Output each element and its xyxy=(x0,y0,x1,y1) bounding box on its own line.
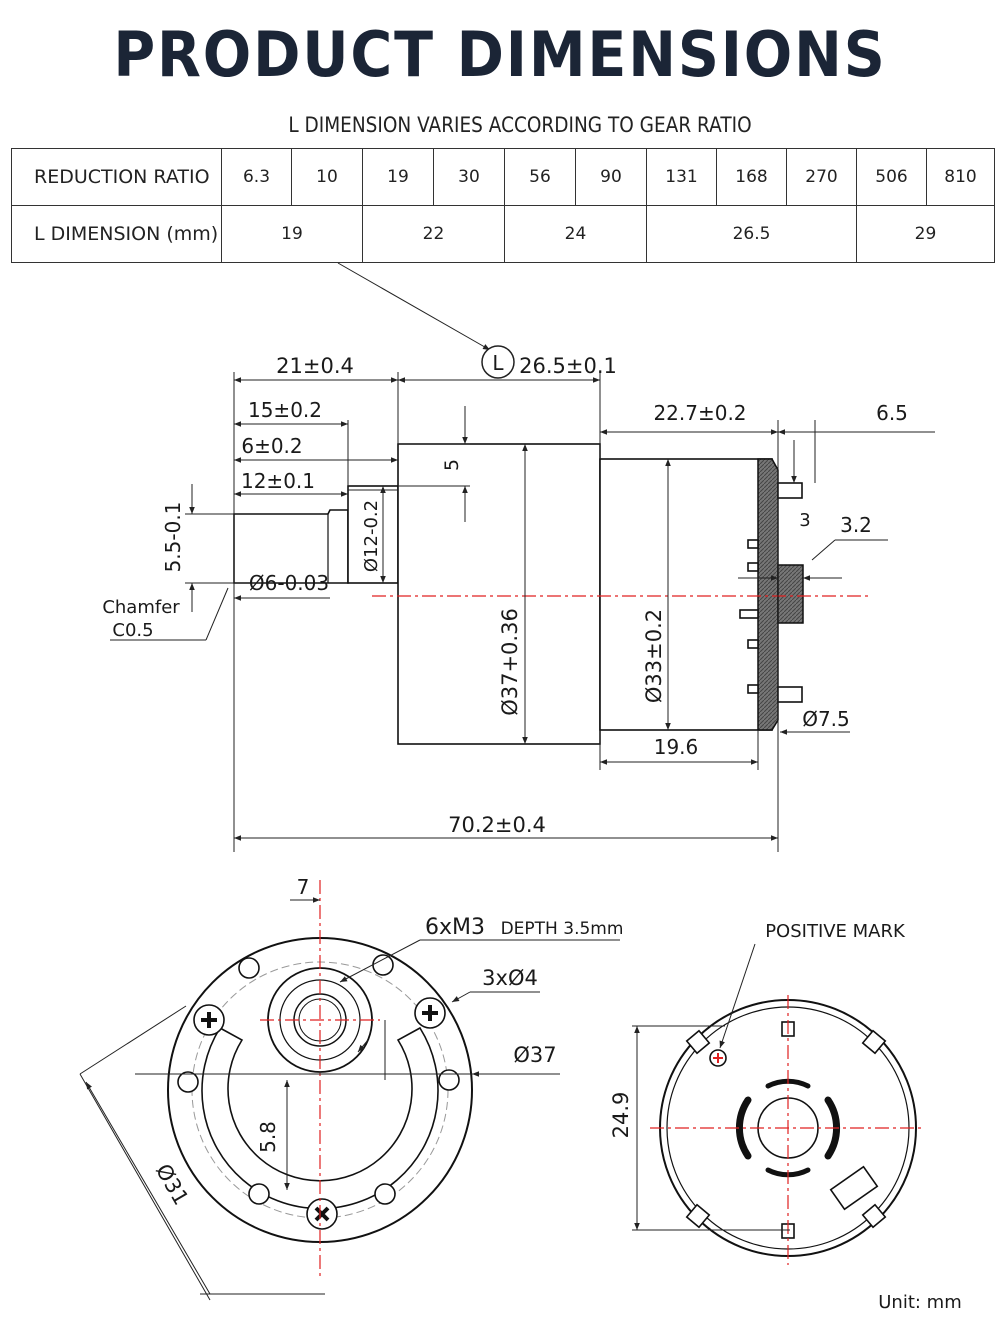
reduction-ratio-label: REDUCTION RATIO xyxy=(11,148,222,206)
terminal-bottom xyxy=(777,686,803,703)
dim-6: 6±0.2 xyxy=(241,434,302,458)
bushing xyxy=(777,564,804,624)
gearbox-body xyxy=(397,443,601,745)
side-view: 21±0.4 L 26.5±0.1 15±0.2 6±0.2 12±0.1 5 … xyxy=(102,262,935,852)
ratio-cell: 90 xyxy=(575,148,647,206)
l-marker-circle xyxy=(481,345,515,379)
dim-5: 5 xyxy=(441,459,463,471)
dim-d31: Ø31 xyxy=(151,1160,193,1209)
motor-can xyxy=(599,458,773,731)
dim-d33: Ø33±0.2 xyxy=(642,609,666,703)
dim-3-2: 3.2 xyxy=(840,513,872,537)
ratio-cell: 270 xyxy=(786,148,857,206)
dim-d6: Ø6-0.03 xyxy=(249,571,329,595)
l-leader-line xyxy=(337,262,491,351)
dim-d37: Ø37+0.36 xyxy=(498,608,522,716)
holes-d4-label: 3xØ4 xyxy=(482,966,538,990)
l-value-cell: 22 xyxy=(362,205,505,263)
ratio-cell: 56 xyxy=(504,148,576,206)
screw-2 xyxy=(414,997,446,1029)
ratio-cell: 10 xyxy=(291,148,363,206)
dim-70-2: 70.2±0.4 xyxy=(448,813,546,837)
terminal-top xyxy=(777,482,803,499)
page-subtitle: L DIMENSION VARIES ACCORDING TO GEAR RAT… xyxy=(288,113,752,137)
dim-19-6: 19.6 xyxy=(654,735,699,759)
end-cap xyxy=(757,458,779,731)
gear-ratio-table: REDUCTION RATIO 6.3 10 19 30 56 90 131 1… xyxy=(11,148,995,263)
screw-3 xyxy=(306,1198,338,1230)
chamfer-value: C0.5 xyxy=(112,620,153,641)
unit-label: Unit: mm xyxy=(878,1292,962,1313)
l-value-cell: 24 xyxy=(504,205,647,263)
dim-15: 15±0.2 xyxy=(248,398,322,422)
ratio-cell: 506 xyxy=(856,148,927,206)
dim-5-5: 5.5-0.1 xyxy=(161,502,185,573)
screw-1 xyxy=(193,1004,225,1036)
l-dimension-label: L DIMENSION (mm) xyxy=(11,205,222,263)
depth-label: DEPTH 3.5mm xyxy=(501,919,624,939)
front-view: 7 6xM3 DEPTH 3.5mm 3xØ4 Ø37 5.8 Ø31 xyxy=(79,875,624,1301)
front-dim-d37: Ø37 xyxy=(513,1043,556,1067)
page-title: PRODUCT DIMENSIONS xyxy=(113,18,887,91)
ratio-cell: 168 xyxy=(716,148,787,206)
l-value-cell: 29 xyxy=(856,205,995,263)
chamfer-label: Chamfer xyxy=(102,597,180,618)
dim-7: 7 xyxy=(297,875,310,899)
l-value-cell: 19 xyxy=(221,205,363,263)
dim-d7-5: Ø7.5 xyxy=(802,707,850,731)
dim-6-5: 6.5 xyxy=(876,401,908,425)
dim-21: 21±0.4 xyxy=(276,354,354,378)
reduction-ratio-row: REDUCTION RATIO 6.3 10 19 30 56 90 131 1… xyxy=(11,148,995,206)
l-value-cell: 26.5 xyxy=(646,205,857,263)
dim-5-8: 5.8 xyxy=(256,1121,280,1153)
dim-24-9: 24.9 xyxy=(609,1092,633,1139)
dim-12: 12±0.1 xyxy=(241,469,315,493)
ratio-cell: 810 xyxy=(926,148,995,206)
rear-rect-terminal xyxy=(829,1165,879,1211)
dim-l-value: 26.5±0.1 xyxy=(519,354,617,378)
dim-22-7: 22.7±0.2 xyxy=(653,401,746,425)
l-dimension-row: L DIMENSION (mm) 19 22 24 26.5 29 xyxy=(11,205,995,263)
shaft-boss xyxy=(347,485,399,584)
holes-m3-label: 6xM3 xyxy=(425,915,485,940)
ratio-cell: 131 xyxy=(646,148,717,206)
dim-d12: Ø12-0.2 xyxy=(361,500,382,572)
rear-view: POSITIVE MARK 24.9 xyxy=(609,921,925,1265)
dim-3: 3 xyxy=(799,510,810,531)
l-marker: L xyxy=(492,351,504,375)
positive-mark-label: POSITIVE MARK xyxy=(765,921,906,942)
